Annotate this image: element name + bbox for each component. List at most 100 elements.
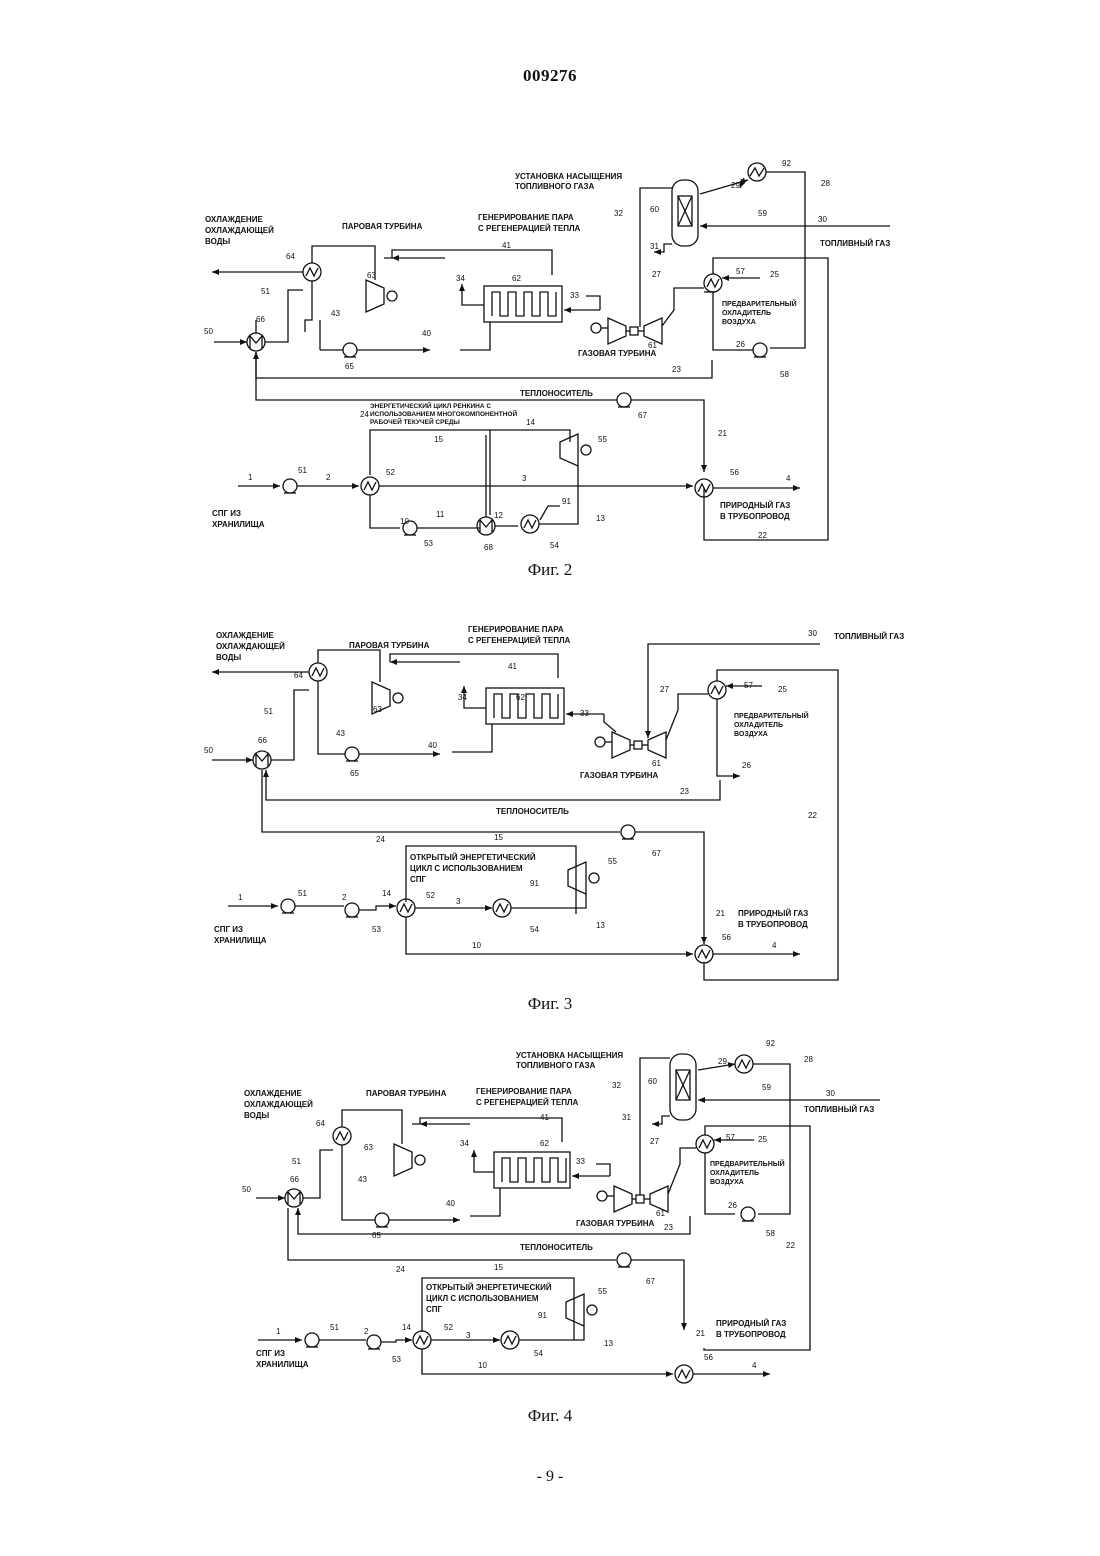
hrsg-label-2: С РЕГЕНЕРАЦИЕЙ ТЕПЛА bbox=[468, 636, 571, 645]
ref-92: 92 bbox=[782, 159, 791, 168]
ref-40: 40 bbox=[446, 1199, 455, 1208]
ref-58: 58 bbox=[780, 370, 789, 379]
fuel-saturation-label-1: УСТАНОВКА НАСЫЩЕНИЯ bbox=[515, 172, 622, 181]
heat-exchanger-56 bbox=[675, 1365, 693, 1383]
pipeline-label-1: ПРИРОДНЫЙ ГАЗ bbox=[716, 1319, 786, 1328]
steam-turbine-63 bbox=[366, 280, 397, 312]
heater-92 bbox=[748, 163, 766, 181]
ref-33: 33 bbox=[580, 709, 589, 718]
ref-92: 92 bbox=[766, 1039, 775, 1048]
figure-2-caption: Фиг. 2 bbox=[0, 560, 1100, 580]
steam-turbine-label: ПАРОВАЯ ТУРБИНА bbox=[342, 222, 423, 231]
figure-4-caption: Фиг. 4 bbox=[0, 1406, 1100, 1426]
heat-carrier-label: ТЕПЛОНОСИТЕЛЬ bbox=[496, 807, 569, 816]
ref-54: 54 bbox=[530, 925, 539, 934]
ref-31: 31 bbox=[650, 242, 659, 251]
lng-label-1: СПГ ИЗ bbox=[256, 1349, 285, 1358]
hrsg-label-1: ГЕНЕРИРОВАНИЕ ПАРА bbox=[478, 213, 574, 222]
ref-50: 50 bbox=[204, 746, 213, 755]
ref-55: 55 bbox=[598, 435, 607, 444]
expander-55 bbox=[566, 1294, 597, 1326]
pump-67 bbox=[617, 1253, 631, 1267]
ref-4: 4 bbox=[772, 941, 777, 950]
steam-turbine-63 bbox=[394, 1144, 425, 1176]
steam-turbine-label: ПАРОВАЯ ТУРБИНА bbox=[366, 1089, 447, 1098]
air-precooler-57 bbox=[696, 1135, 714, 1153]
air-precooler-label-2: ОХЛАДИТЕЛЬ bbox=[734, 722, 783, 729]
ref-28: 28 bbox=[804, 1055, 813, 1064]
ref-66: 66 bbox=[290, 1175, 299, 1184]
ref-52: 52 bbox=[444, 1323, 453, 1332]
fuel-saturation-label-2: ТОПЛИВНОГО ГАЗА bbox=[516, 1061, 595, 1070]
pump-53 bbox=[345, 903, 359, 917]
open-cycle-label-3: СПГ bbox=[410, 875, 427, 884]
ref-65: 65 bbox=[345, 362, 354, 371]
ref-68: 68 bbox=[484, 543, 493, 552]
ref-64: 64 bbox=[286, 252, 295, 261]
ref-34: 34 bbox=[458, 693, 467, 702]
ref-27: 27 bbox=[650, 1137, 659, 1146]
ref-61: 61 bbox=[648, 341, 657, 350]
air-precooler-label-2: ОХЛАДИТЕЛЬ bbox=[722, 310, 771, 317]
ref-23: 23 bbox=[680, 787, 689, 796]
ref-24: 24 bbox=[360, 410, 369, 419]
hrsg-62 bbox=[486, 688, 564, 724]
ref-41: 41 bbox=[508, 662, 517, 671]
ref-56: 56 bbox=[722, 933, 731, 942]
ref-52: 52 bbox=[386, 468, 395, 477]
heat-exchanger-52 bbox=[413, 1331, 431, 1349]
hrsg-label-1: ГЕНЕРИРОВАНИЕ ПАРА bbox=[468, 625, 564, 634]
fuel-saturation-label-1: УСТАНОВКА НАСЫЩЕНИЯ bbox=[516, 1051, 623, 1060]
ref-26: 26 bbox=[736, 340, 745, 349]
heat-exchanger-56 bbox=[695, 945, 713, 963]
hrsg-label-2: С РЕГЕНЕРАЦИЕЙ ТЕПЛА bbox=[476, 1098, 579, 1107]
fuel-gas-label: ТОПЛИВНЫЙ ГАЗ bbox=[834, 632, 904, 641]
ref-13: 13 bbox=[604, 1339, 613, 1348]
gas-turbine-label: ГАЗОВАЯ ТУРБИНА bbox=[580, 771, 659, 780]
ref-32: 32 bbox=[614, 209, 623, 218]
pump-53 bbox=[367, 1335, 381, 1349]
fuel-gas-label: ТОПЛИВНЫЙ ГАЗ bbox=[820, 239, 890, 248]
fuel-saturation-label-2: ТОПЛИВНОГО ГАЗА bbox=[515, 182, 594, 191]
ref-59: 59 bbox=[762, 1083, 771, 1092]
cooling-label-1: ОХЛАЖДЕНИЕ bbox=[205, 215, 263, 224]
ref-53: 53 bbox=[424, 539, 433, 548]
ref-2: 2 bbox=[364, 1327, 369, 1336]
air-precooler-label-2: ОХЛАДИТЕЛЬ bbox=[710, 1170, 759, 1177]
ref-27: 27 bbox=[652, 270, 661, 279]
ref-64: 64 bbox=[294, 671, 303, 680]
ref-15: 15 bbox=[494, 833, 503, 842]
ref-51b: 51 bbox=[330, 1323, 339, 1332]
cooling-label-2: ОХЛАЖДАЮЩЕЙ bbox=[244, 1100, 313, 1109]
ref-3: 3 bbox=[522, 474, 527, 483]
ref-1: 1 bbox=[238, 893, 243, 902]
ref-23: 23 bbox=[672, 365, 681, 374]
ref-54: 54 bbox=[550, 541, 559, 550]
ref-1: 1 bbox=[276, 1327, 281, 1336]
heat-exchanger-52 bbox=[361, 477, 379, 495]
heat-exchanger-54 bbox=[493, 899, 511, 917]
open-cycle-label-2: ЦИКЛ С ИСПОЛЬЗОВАНИЕМ bbox=[410, 864, 523, 873]
open-cycle-label-1: ОТКРЫТЫЙ ЭНЕРГЕТИЧЕСКИЙ bbox=[426, 1283, 552, 1292]
heat-carrier-label: ТЕПЛОНОСИТЕЛЬ bbox=[520, 1243, 593, 1252]
heat-exchanger-54 bbox=[521, 515, 539, 533]
ref-51: 51 bbox=[261, 287, 270, 296]
ref-52: 52 bbox=[426, 891, 435, 900]
air-precooler-57 bbox=[708, 681, 726, 699]
ref-67: 67 bbox=[638, 411, 647, 420]
ref-54: 54 bbox=[534, 1349, 543, 1358]
ref-21: 21 bbox=[716, 909, 725, 918]
ref-2: 2 bbox=[342, 893, 347, 902]
ref-14: 14 bbox=[382, 889, 391, 898]
ref-41: 41 bbox=[540, 1113, 549, 1122]
ref-50: 50 bbox=[242, 1185, 251, 1194]
ref-25: 25 bbox=[778, 685, 787, 694]
ref-43: 43 bbox=[358, 1175, 367, 1184]
air-precooler-label-1: ПРЕДВАРИТЕЛЬНЫЙ bbox=[734, 711, 809, 720]
ref-65: 65 bbox=[372, 1231, 381, 1240]
ref-30: 30 bbox=[826, 1089, 835, 1098]
ref-33: 33 bbox=[576, 1157, 585, 1166]
ref-66: 66 bbox=[256, 315, 265, 324]
ref-53: 53 bbox=[392, 1355, 401, 1364]
heat-exchanger-66 bbox=[285, 1189, 303, 1207]
